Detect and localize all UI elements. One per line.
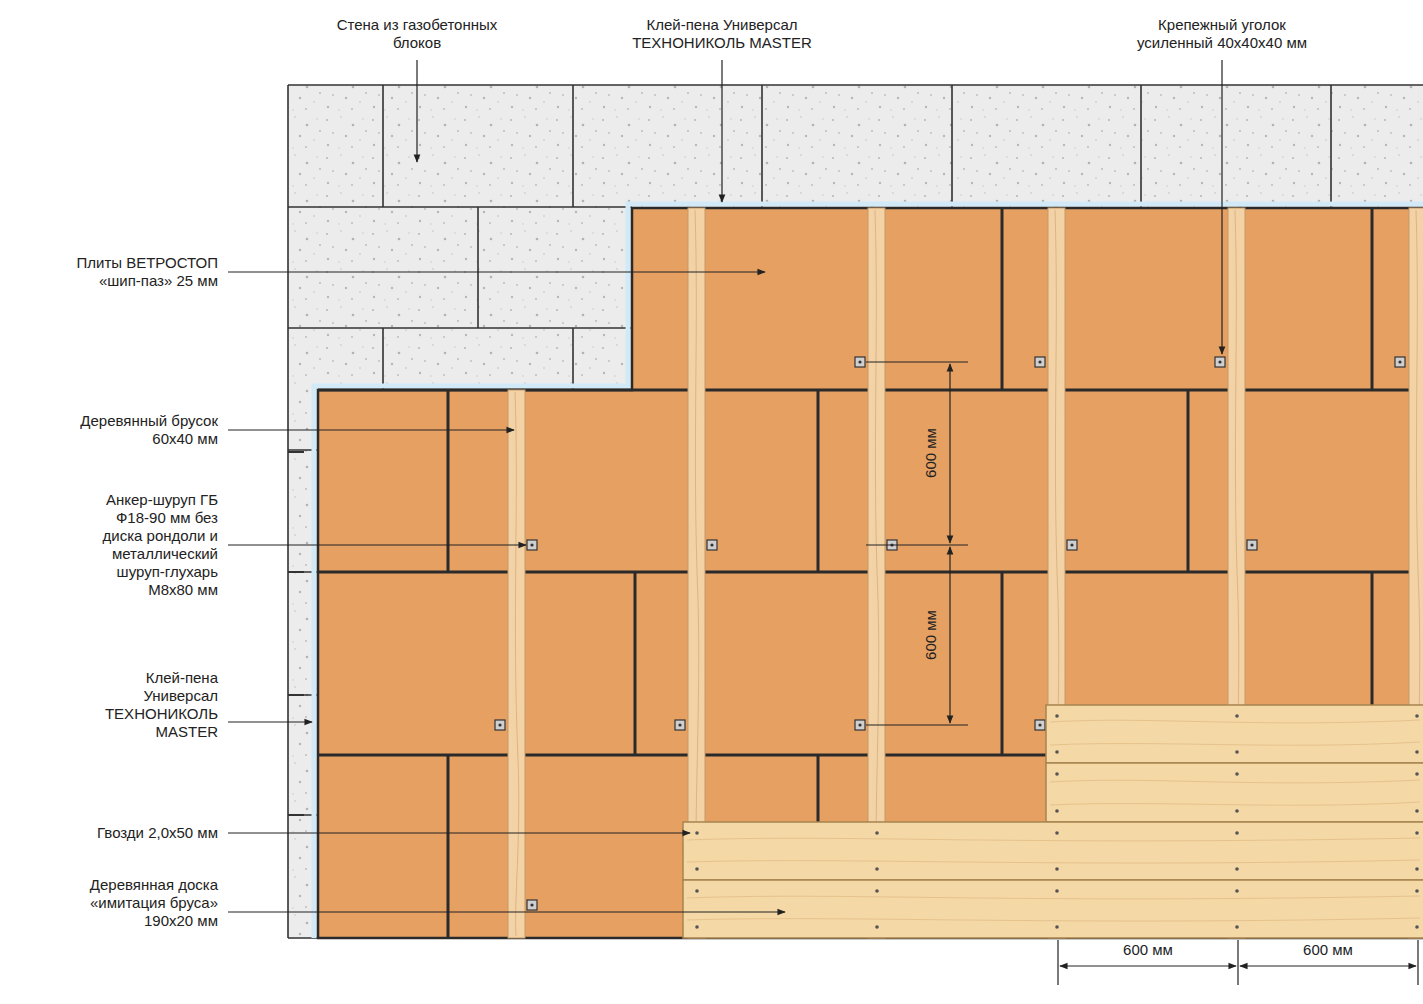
bracket-label: Крепежный уголок усиленный 40х40х40 мм: [1127, 16, 1317, 52]
wall-label: Стена из газобетонных блоков: [317, 16, 517, 52]
insulation-label: Плиты ВЕТРОСТОП «шип-паз» 25 мм: [68, 254, 218, 290]
glue-label: Клей-пена Универсал ТЕХНОНИКОЛЬ MASTER: [103, 669, 218, 741]
dimension-label: 600 мм: [1123, 941, 1173, 959]
dimension-label: 600 мм: [1303, 941, 1353, 959]
batten-label: Деревянный брусок 60х40 мм: [68, 412, 218, 448]
anchor-label: Анкер-шуруп ГБ Ф18-90 мм без диска рондо…: [78, 491, 218, 599]
dimension-label: 600 мм: [922, 610, 940, 660]
board-label: Деревянная доска «имитация бруса» 190х20…: [68, 876, 218, 930]
glue-label: Клей-пена Универсал ТЕХНОНИКОЛЬ MASTER: [622, 16, 822, 52]
nails-label: Гвозди 2,0х50 мм: [48, 824, 218, 842]
dimension-label: 600 мм: [922, 428, 940, 478]
